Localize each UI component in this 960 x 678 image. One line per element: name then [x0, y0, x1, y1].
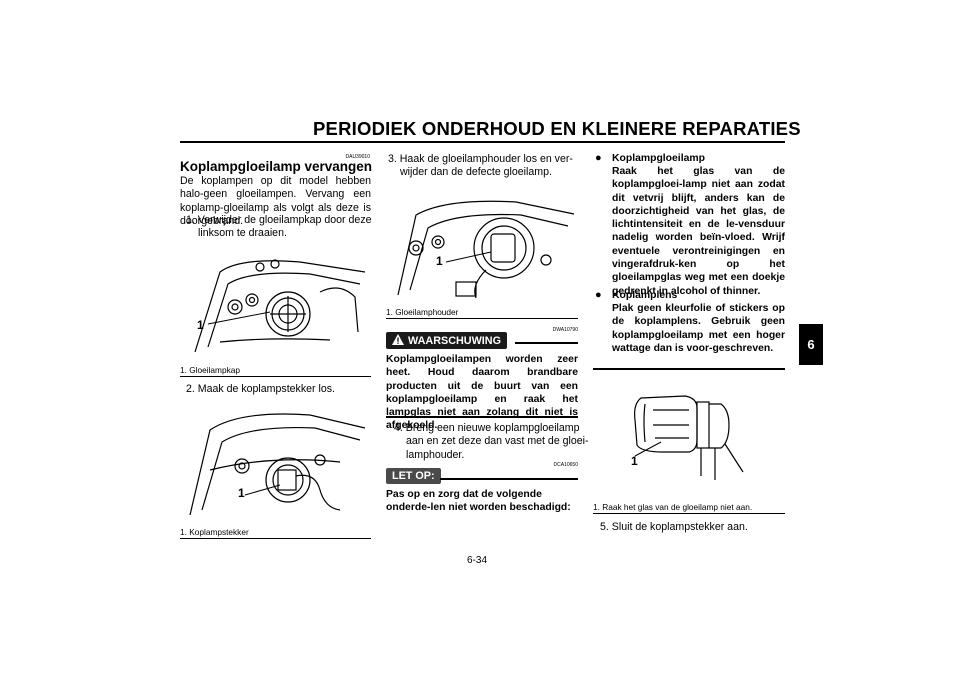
caption-rule: [386, 318, 578, 319]
figure-bulb-holder: 1: [386, 190, 578, 302]
figure-callout: 1: [197, 318, 204, 332]
lamp-cover-illustration: [194, 259, 366, 353]
section-tab: 6: [799, 324, 823, 365]
header-rule: [180, 141, 785, 143]
figure-callout: 1: [436, 254, 443, 268]
figure-caption: 1. Gloeilampkap: [180, 365, 240, 375]
figure-lamp-cover: 1: [180, 252, 371, 360]
bullet-2-title: Koplamplens: [612, 290, 678, 301]
page-number: 6-34: [467, 555, 488, 566]
figure-callout: 1: [238, 486, 245, 500]
warning-rule: [515, 342, 578, 344]
section-title: Koplampgloeilamp vervangen: [180, 159, 373, 174]
figure-caption: 1. Koplampstekker: [180, 527, 249, 537]
notice-label: LET OP:: [392, 470, 435, 482]
figure-caption: 1. Gloeilamphouder: [386, 307, 459, 317]
warning-text: Koplampgloeilampen worden zeer heet. Hou…: [386, 354, 578, 432]
step-4: 4. Breng een nieuwe koplampgloeilamp aan…: [394, 422, 589, 461]
connector-illustration: [189, 413, 366, 516]
bullet-icon: ●: [595, 289, 602, 301]
step-2: 2. Maak de koplampstekker los.: [186, 383, 335, 395]
step-1: 1. Verwijder de gloeilampkap door deze l…: [186, 214, 372, 240]
caption-rule: [180, 376, 371, 377]
caption-rule: [180, 538, 371, 539]
warning-end-rule: [386, 416, 578, 418]
figure-halogen-bulb: 1: [593, 380, 785, 492]
halogen-bulb-illustration: [634, 395, 744, 480]
notice-text: Pas op en zorg dat de volgende onderde-l…: [386, 489, 571, 514]
section-code: DAU39010: [345, 154, 370, 160]
bullet-1-text: Raak het glas van de koplampgloei-lamp n…: [612, 166, 785, 297]
notice-code: DCA10650: [553, 462, 578, 468]
warning-code: DWA10790: [552, 327, 578, 333]
warning-icon: [392, 333, 404, 348]
bullet-1-title: Koplampgloeilamp: [612, 153, 705, 164]
caption-rule: [593, 513, 785, 514]
notice-end-rule: [593, 368, 785, 370]
bullet-2-text: Plak geen kleurfolie of stickers op de k…: [612, 303, 785, 354]
notice-badge: LET OP:: [386, 468, 441, 484]
bullet-icon: ●: [595, 152, 602, 164]
notice-rule: [440, 478, 578, 480]
figure-headlight-connector: 1: [180, 400, 371, 522]
intro-paragraph: De koplampen op dit model hebben halo-ge…: [180, 175, 371, 227]
step-5: 5. Sluit de koplampstekker aan.: [600, 521, 748, 533]
figure-caption: 1. Raak het glas van de gloeilamp niet a…: [593, 502, 753, 512]
step-3: 3. Haak de gloeilamphouder los en ver-wi…: [388, 153, 573, 179]
figure-callout: 1: [631, 454, 638, 468]
bulb-holder-illustration: [397, 200, 575, 299]
page-header-title: PERIODIEK ONDERHOUD EN KLEINERE REPARATI…: [313, 118, 801, 139]
warning-badge: WAARSCHUWING: [386, 332, 507, 349]
warning-label: WAARSCHUWING: [408, 334, 501, 347]
